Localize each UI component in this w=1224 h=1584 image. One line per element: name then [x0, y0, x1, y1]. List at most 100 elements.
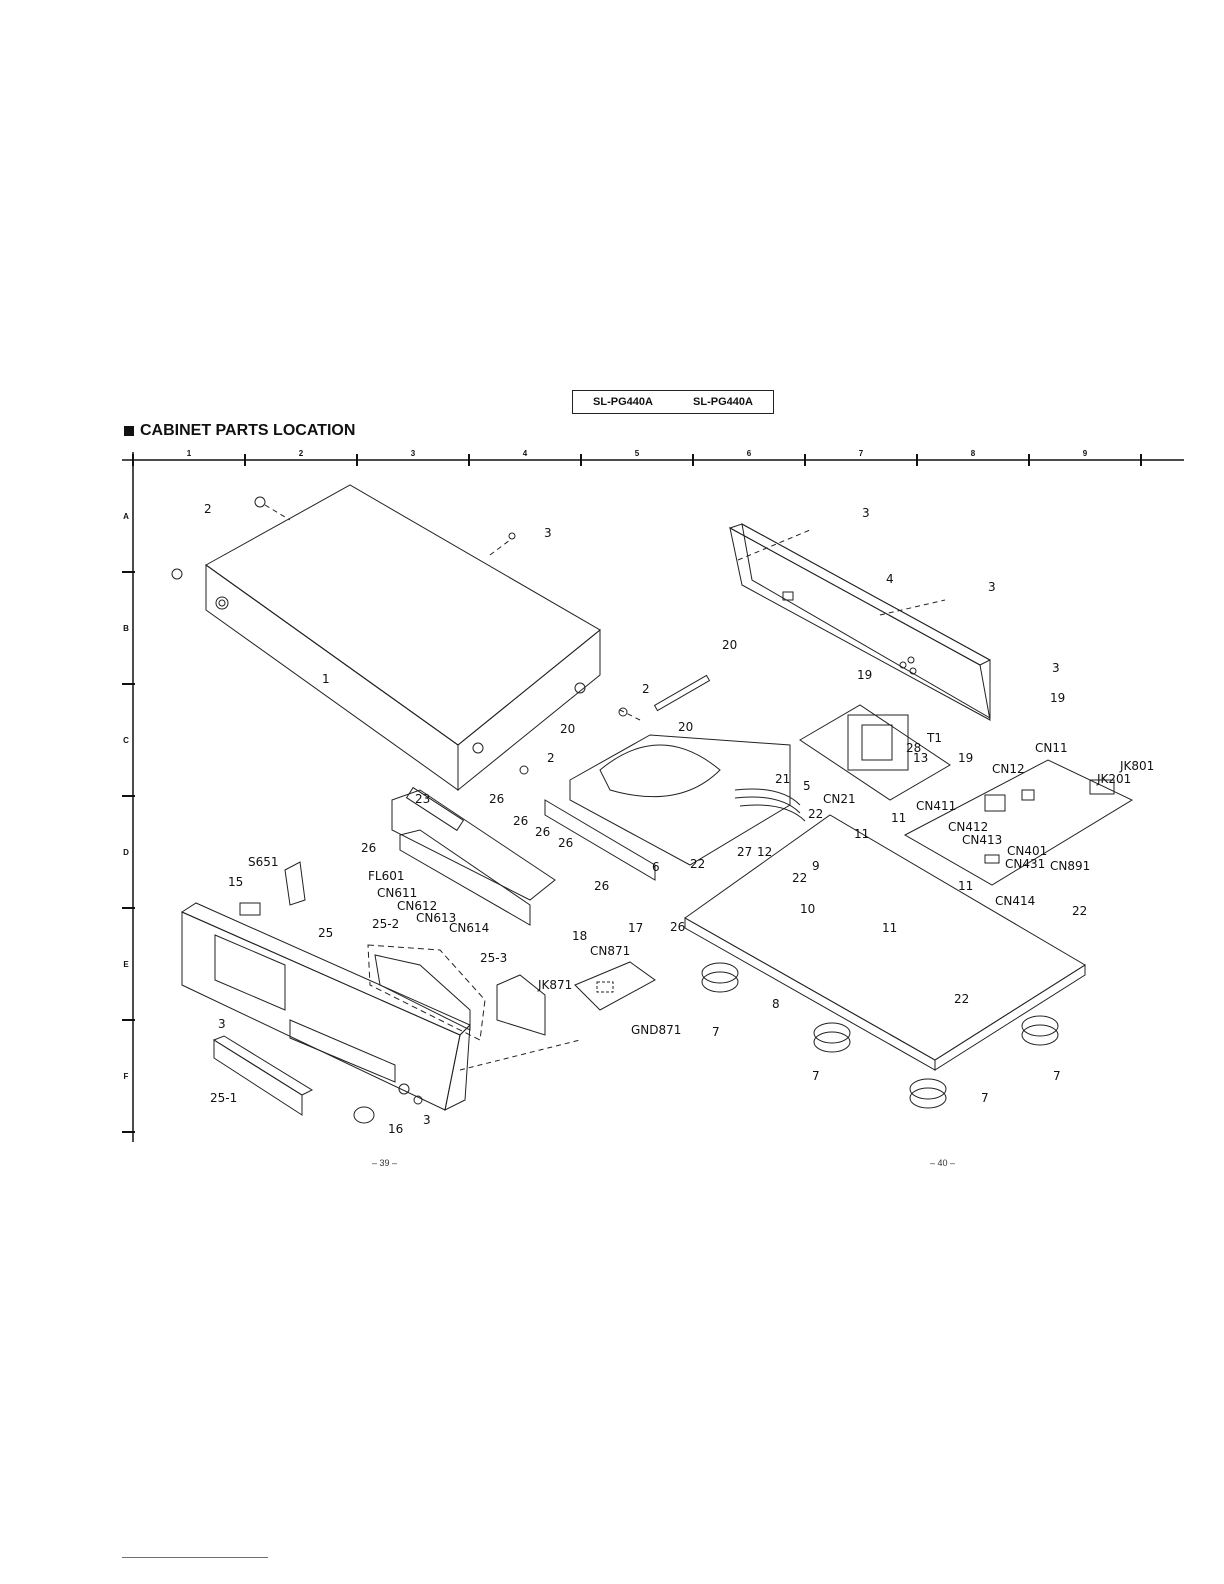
callout-label-c25_1: 25-1 [210, 1091, 237, 1105]
callout-label-c25: 25 [318, 926, 333, 940]
display-window-face [213, 1039, 303, 1116]
callout-label-c26a: 26 [489, 792, 504, 806]
callout-label-c25_2: 25-2 [372, 917, 399, 931]
callout-label-c26g: 26 [670, 920, 685, 934]
callout-label-cCN12: CN12 [992, 762, 1025, 776]
callout-label-c3e: 3 [218, 1017, 226, 1031]
grid-row-label: B [123, 624, 129, 633]
grid-column-label: 7 [859, 449, 864, 458]
bottom-chassis [684, 814, 1086, 1071]
grid-column-label: 4 [523, 449, 528, 458]
callout-label-c21: 21 [775, 772, 790, 786]
rear-panel [728, 523, 992, 721]
disc-tray-mechanism [544, 674, 806, 881]
callout-label-c10: 10 [800, 902, 815, 916]
callout-label-c7d: 7 [981, 1091, 989, 1105]
parts-drawing [171, 484, 1134, 1124]
callout-label-c28: 28 [906, 741, 921, 755]
callout-label-c22d: 22 [1072, 904, 1087, 918]
callout-label-cJK801: JK801 [1119, 759, 1154, 773]
callout-label-c17: 17 [628, 921, 643, 935]
callout-label-c1: 1 [322, 672, 330, 686]
assembly-leaders [264, 504, 946, 1071]
transformer [799, 704, 951, 801]
section-title-text: CABINET PARTS LOCATION [140, 422, 356, 439]
grid-row-label: F [124, 1072, 129, 1081]
top-cover [205, 484, 601, 792]
callout-label-c9: 9 [812, 859, 820, 873]
feet [701, 962, 1059, 1109]
callout-label-cCN411: CN411 [916, 799, 956, 813]
page-number-right: – 40 – [930, 1158, 956, 1168]
jack-pcb [574, 961, 656, 1011]
callout-label-c26c: 26 [535, 825, 550, 839]
grid-column-label: 8 [971, 449, 976, 458]
callout-label-c27: 27 [737, 845, 752, 859]
model-number-box: SL-PG440A SL-PG440A [572, 390, 774, 414]
callout-label-c6: 6 [652, 860, 660, 874]
callout-label-c3c: 3 [988, 580, 996, 594]
button-assembly-outline [367, 944, 486, 1041]
callout-label-cCN21: CN21 [823, 792, 856, 806]
callout-label-cCN11: CN11 [1035, 741, 1068, 755]
callout-label-c18: 18 [572, 929, 587, 943]
callout-label-c15: 15 [228, 875, 243, 889]
grid-column-label: 3 [411, 449, 416, 458]
callout-label-cCN613: CN613 [416, 911, 456, 925]
callout-label-c16: 16 [388, 1122, 403, 1136]
callout-label-c19c: 19 [1050, 691, 1065, 705]
callout-label-cCN414: CN414 [995, 894, 1035, 908]
callout-label-c11c: 11 [958, 879, 973, 893]
callout-label-c26d: 26 [558, 836, 573, 850]
callout-label-c7b: 7 [812, 1069, 820, 1083]
callout-label-c3d: 3 [1052, 661, 1060, 675]
callout-label-cT1: T1 [926, 731, 942, 745]
callout-label-cCN891: CN891 [1050, 859, 1090, 873]
callout-label-c22e: 22 [954, 992, 969, 1006]
callout-label-c12: 12 [757, 845, 772, 859]
grid-column-label: 1 [187, 449, 192, 458]
button-holder [496, 974, 546, 1036]
callout-label-c23: 23 [415, 792, 430, 806]
callout-label-c22b: 22 [690, 857, 705, 871]
callout-label-c20a: 20 [722, 638, 737, 652]
callout-label-cFL601: FL601 [368, 869, 405, 883]
callout-label-c26e: 26 [361, 841, 376, 855]
callout-label-c26b: 26 [513, 814, 528, 828]
grid-column-label: 5 [635, 449, 640, 458]
callout-label-c11a: 11 [854, 827, 869, 841]
knob-16 [353, 1106, 375, 1124]
callout-label-c13: 13 [913, 751, 928, 765]
callout-label-cCN614: CN614 [449, 921, 489, 935]
page-number-left: – 39 – [372, 1158, 398, 1168]
callout-label-cCN611: CN611 [377, 886, 417, 900]
power-switch [284, 861, 306, 906]
section-title: CABINET PARTS LOCATION [124, 422, 355, 440]
callout-label-cJK201: JK201 [1096, 772, 1131, 786]
callout-label-cCN871: CN871 [590, 944, 630, 958]
callout-label-cCN431: CN431 [1005, 857, 1045, 871]
callout-label-c2a: 2 [204, 502, 212, 516]
grid-row-label: E [123, 960, 129, 969]
model-label-left: SL-PG440A [593, 396, 653, 408]
callout-label-c2c: 2 [547, 751, 555, 765]
callout-label-c3a: 3 [544, 526, 552, 540]
callout-label-c26f: 26 [594, 879, 609, 893]
bottom-link-underline [122, 1557, 268, 1558]
cn871-connector [596, 981, 614, 993]
callout-label-cCN401: CN401 [1007, 844, 1047, 858]
display-pcb [391, 786, 556, 926]
callout-label-c5: 5 [803, 779, 811, 793]
grid-column-label: 9 [1083, 449, 1088, 458]
callout-label-c8: 8 [772, 997, 780, 1011]
grid-column-label: 6 [747, 449, 752, 458]
callout-label-c3f: 3 [423, 1113, 431, 1127]
callout-label-cJK871: JK871 [537, 978, 572, 992]
callout-label-c19b: 19 [958, 751, 973, 765]
main-pcb [903, 759, 1134, 886]
callout-label-cS651: S651 [248, 855, 279, 869]
callout-label-c19a: 19 [857, 668, 872, 682]
title-bullet-icon [124, 426, 134, 436]
